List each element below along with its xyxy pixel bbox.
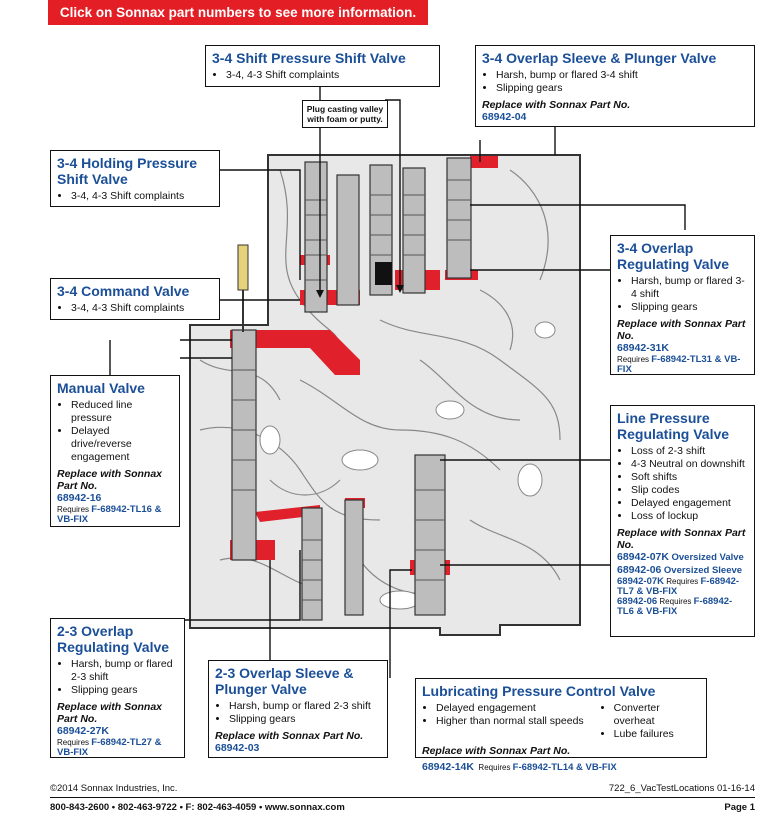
replace-label: Replace with Sonnax Part No. — [422, 745, 571, 757]
replace-label: Replace with Sonnax Part No. — [617, 527, 746, 551]
requires-label: Requires — [659, 597, 692, 606]
symptom-item: Soft shifts — [631, 471, 748, 484]
info-banner: Click on Sonnax part numbers to see more… — [48, 0, 428, 25]
part-number-link[interactable]: 68942-04 — [482, 111, 527, 123]
box-title: 3-4 Command Valve — [57, 283, 190, 299]
symptom-item: Delayed engagement — [436, 702, 590, 715]
requires-line: 68942-06 Requires F-68942-TL6 & VB-FIX — [617, 597, 748, 617]
part-number-link[interactable]: 68942-14K — [422, 761, 474, 773]
plug-note: Plug casting valley with foam or putty. — [302, 100, 388, 128]
requires-line: Requires F-68942-TL16 & VB-FIX — [57, 505, 173, 525]
symptom-item: 3-4, 4-3 Shift complaints — [71, 302, 213, 315]
replace-label: Replace with Sonnax Part No. — [57, 468, 163, 492]
symptom-item: Converter overheat — [614, 702, 700, 728]
symptom-item: Loss of lockup — [631, 510, 748, 523]
part-number-link[interactable]: 68942-27K — [57, 725, 109, 737]
part-desc: Oversized Valve — [671, 552, 744, 563]
symptom-item: Harsh, bump or flared 3-4 shift — [496, 69, 748, 82]
replace-label: Replace with Sonnax Part No. — [617, 318, 746, 342]
symptom-item: Delayed engagement — [631, 497, 748, 510]
part-number-link[interactable]: 68942-06 — [617, 596, 658, 607]
box-34-shift-pressure: 3-4 Shift Pressure Shift Valve 3-4, 4-3 … — [205, 45, 440, 87]
requires-line: Requires F-68942-TL27 & VB-FIX — [57, 738, 178, 758]
symptom-item: Lube failures — [614, 728, 700, 741]
requires-line: Requires F-68942-TL14 & VB-FIX — [478, 762, 617, 773]
symptom-item: Harsh, bump or flared 2-3 shift — [229, 700, 381, 713]
box-34-holding-pressure: 3-4 Holding Pressure Shift Valve 3-4, 4-… — [50, 150, 220, 207]
tool-link[interactable]: F-68942-TL6 & VB-FIX — [617, 596, 733, 617]
symptom-item: Slipping gears — [496, 82, 748, 95]
box-34-overlap-regulating: 3-4 Overlap Regulating Valve Harsh, bump… — [610, 235, 755, 375]
requires-label: Requires — [478, 763, 511, 772]
symptom-item: 4-3 Neutral on downshift — [631, 458, 748, 471]
tool-link[interactable]: F-68942-TL7 & VB-FIX — [617, 576, 740, 597]
box-title: Manual Valve — [57, 380, 145, 396]
part-number-link[interactable]: 68942-07K — [617, 551, 669, 563]
page-number: Page 1 — [724, 802, 755, 813]
box-title: Lubricating Pressure Control Valve — [422, 683, 656, 699]
part-number-link[interactable]: 68942-31K — [617, 342, 669, 354]
symptom-item: Delayed drive/reverse engagement — [71, 425, 173, 464]
symptom-item: Higher than normal stall speeds — [436, 715, 590, 728]
replace-label: Replace with Sonnax Part No. — [57, 701, 163, 725]
box-title: 3-4 Overlap Sleeve & Plunger Valve — [482, 50, 717, 66]
part-number-link[interactable]: 68942-07K — [617, 576, 665, 587]
doc-id: 722_6_VacTestLocations 01-16-14 — [608, 783, 755, 794]
symptom-item: Harsh, bump or flared 2-3 shift — [71, 658, 178, 684]
part-number-link[interactable]: 68942-03 — [215, 742, 260, 754]
part-desc: Oversized Sleeve — [663, 565, 743, 576]
requires-label: Requires — [57, 738, 90, 747]
requires-label: Requires — [57, 505, 90, 514]
symptom-item: Slipping gears — [631, 301, 748, 314]
box-23-overlap-sleeve: 2-3 Overlap Sleeve & Plunger Valve Harsh… — [208, 660, 388, 758]
box-34-command: 3-4 Command Valve 3-4, 4-3 Shift complai… — [50, 278, 220, 320]
symptom-item: 3-4, 4-3 Shift complaints — [226, 69, 433, 82]
tool-link[interactable]: F-68942-TL14 & VB-FIX — [512, 762, 617, 773]
symptom-item: Harsh, bump or flared 3-4 shift — [631, 275, 748, 301]
box-line-pressure: Line Pressure Regulating Valve Loss of 2… — [610, 405, 755, 637]
part-number-link[interactable]: 68942-06 — [617, 564, 662, 576]
box-title: 3-4 Holding Pressure Shift Valve — [57, 155, 198, 187]
box-manual-valve: Manual Valve Reduced line pressure Delay… — [50, 375, 180, 527]
symptom-item: Reduced line pressure — [71, 399, 173, 425]
part-number-link[interactable]: 68942-16 — [57, 492, 102, 504]
box-lube-pressure: Lubricating Pressure Control Valve Delay… — [415, 678, 707, 773]
box-23-overlap-regulating: 2-3 Overlap Regulating Valve Harsh, bump… — [50, 618, 185, 758]
box-title: Line Pressure Regulating Valve — [617, 410, 730, 442]
requires-line: 68942-07K Requires F-68942-TL7 & VB-FIX — [617, 577, 748, 597]
box-title: 2-3 Overlap Sleeve & Plunger Valve — [215, 665, 354, 697]
box-title: 3-4 Shift Pressure Shift Valve — [212, 50, 406, 66]
symptom-item: Slipping gears — [71, 684, 178, 697]
requires-line: Requires F-68942-TL31 & VB-FIX — [617, 355, 748, 375]
symptom-item: Slip codes — [631, 484, 748, 497]
replace-label: Replace with Sonnax Part No. — [482, 99, 631, 111]
symptom-item: Loss of 2-3 shift — [631, 445, 748, 458]
tool-link[interactable]: F-68942-TL27 & VB-FIX — [57, 737, 162, 758]
symptom-item: Slipping gears — [229, 713, 381, 726]
tool-link[interactable]: F-68942-TL16 & VB-FIX — [57, 504, 162, 525]
box-title: 3-4 Overlap Regulating Valve — [617, 240, 730, 272]
tool-link[interactable]: F-68942-TL31 & VB-FIX — [617, 354, 741, 375]
replace-label: Replace with Sonnax Part No. — [215, 730, 364, 742]
symptom-item: 3-4, 4-3 Shift complaints — [71, 190, 213, 203]
requires-label: Requires — [617, 355, 650, 364]
copyright: ©2014 Sonnax Industries, Inc. — [50, 783, 178, 794]
box-34-overlap-sleeve: 3-4 Overlap Sleeve & Plunger Valve Harsh… — [475, 45, 755, 127]
requires-label: Requires — [666, 577, 699, 586]
footer-divider — [50, 797, 755, 798]
box-title: 2-3 Overlap Regulating Valve — [57, 623, 170, 655]
contact-line: 800-843-2600 • 802-463-9722 • F: 802-463… — [50, 802, 345, 813]
